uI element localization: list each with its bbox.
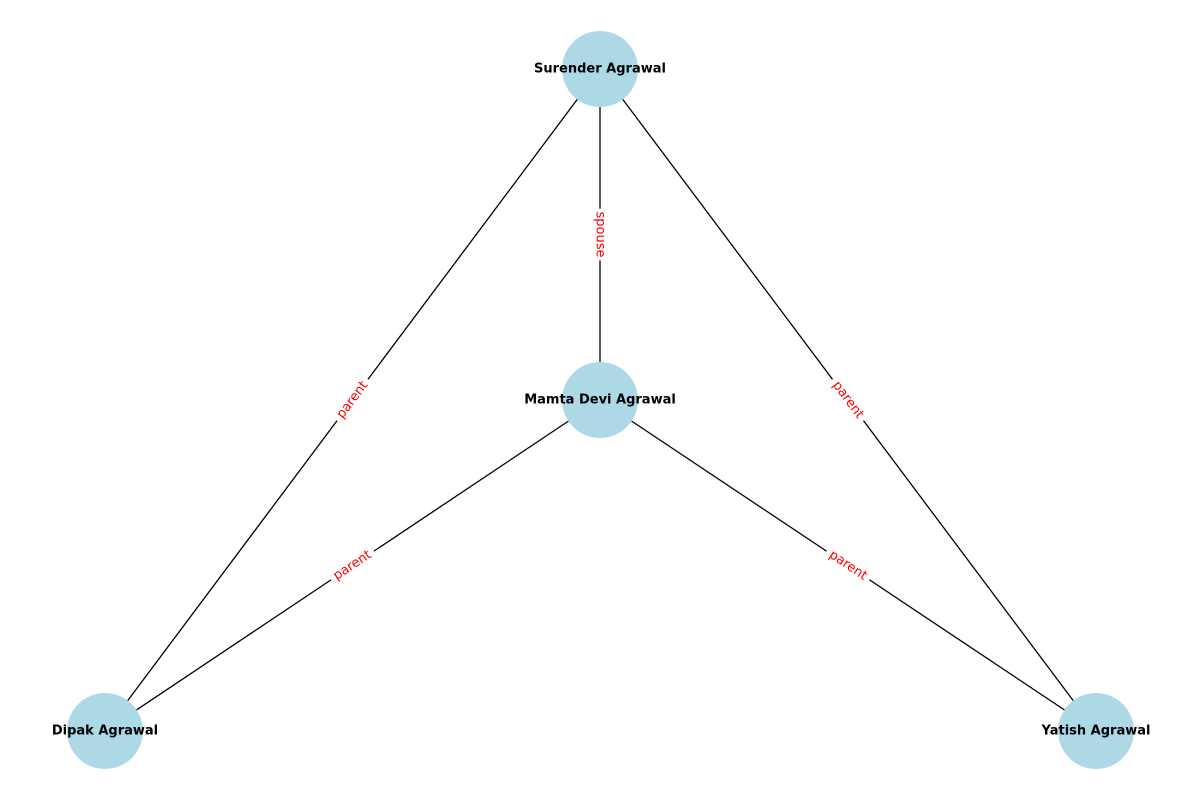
- node-label: Yatish Agrawal: [1041, 724, 1151, 739]
- node-label: Surender Agrawal: [534, 62, 666, 77]
- edge-label-group: parent: [821, 543, 875, 588]
- node-circle: [562, 362, 638, 438]
- edge-label-background: [329, 373, 376, 427]
- edge-label-background: [821, 543, 875, 588]
- edge-label: parent: [334, 378, 372, 421]
- edge-label-group: parent: [825, 373, 871, 427]
- node-circle: [1058, 693, 1134, 769]
- edge-label: parent: [829, 378, 867, 421]
- edge-label-background: [326, 543, 379, 588]
- edge-label-group: parent: [326, 543, 379, 588]
- edge-label-group: parent: [329, 373, 376, 427]
- node-mamta: Mamta Devi Agrawal: [524, 362, 676, 438]
- node-yatish: Yatish Agrawal: [1041, 693, 1151, 769]
- node-circle: [67, 693, 143, 769]
- edge-label-background: [825, 373, 871, 427]
- node-label: Mamta Devi Agrawal: [524, 393, 676, 408]
- edge-label-group: spouse: [591, 208, 609, 261]
- node-surender: Surender Agrawal: [534, 31, 666, 107]
- node-circle: [562, 31, 638, 107]
- node-dipak: Dipak Agrawal: [52, 693, 158, 769]
- node-label: Dipak Agrawal: [52, 724, 158, 739]
- edge-label: spouse: [593, 212, 608, 258]
- edge-label-background: [591, 208, 609, 261]
